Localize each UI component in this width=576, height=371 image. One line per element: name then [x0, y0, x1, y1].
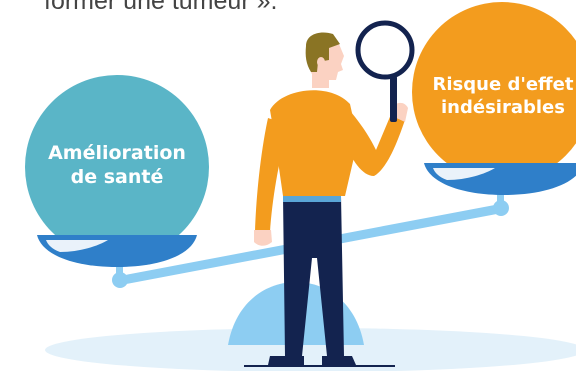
person-hair: [305, 32, 340, 72]
right-dish-highlight: [433, 168, 495, 180]
person-trousers: [283, 196, 344, 356]
person-shirt: [270, 90, 358, 196]
right-ball-line2: indésirables: [441, 97, 565, 119]
person-shoe-right: [322, 356, 356, 365]
person-hand-left: [254, 230, 272, 246]
right-ball-label: Risque d'effet indésirables: [412, 73, 576, 119]
caption-text: former une tumeur ».: [44, 0, 278, 15]
left-ball-label: Amélioration de santé: [30, 141, 204, 190]
person-arm-right: [343, 104, 405, 176]
left-ball-line2: de santé: [70, 166, 164, 189]
right-dish-stem: [497, 190, 504, 208]
left-ball-line1: Amélioration: [48, 142, 186, 164]
magnifier-handle: [390, 76, 397, 122]
left-dish-stem: [116, 262, 123, 280]
person-belt: [283, 193, 341, 202]
left-dish-highlight: [46, 240, 108, 252]
right-ball: [412, 2, 576, 182]
right-ball-line1: Risque d'effet: [432, 74, 574, 95]
magnifier-lens: [355, 20, 415, 80]
left-ball: [25, 75, 209, 259]
person-shoe-left: [268, 356, 304, 365]
ground-shadow: [45, 328, 576, 371]
person-ear: [317, 57, 325, 67]
